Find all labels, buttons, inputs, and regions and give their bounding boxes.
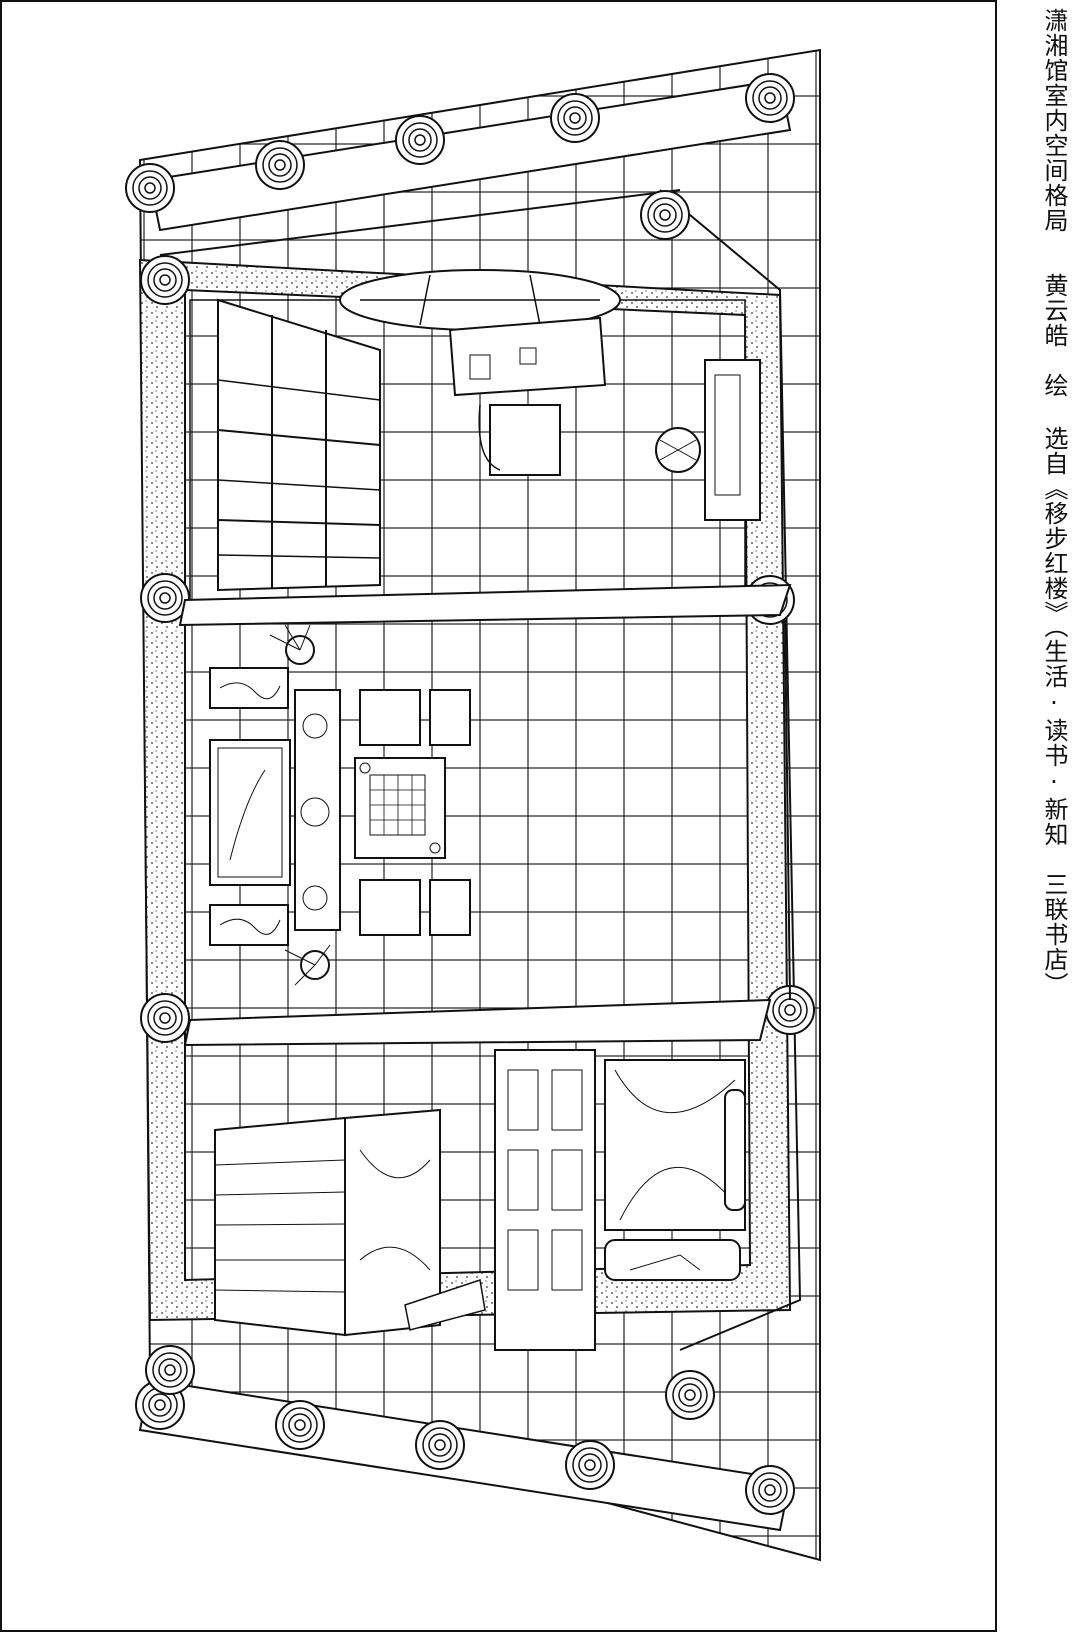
calligraphy-scroll-icon (209, 904, 289, 946)
scroll-knob-icon (145, 1345, 195, 1395)
armchair-icon (359, 879, 471, 936)
caption-column: 潇湘馆室内空间格局 黄云皓 绘 选自《移步红楼》（生活·读书·新知 三联书店） (1032, 8, 1076, 1608)
bottom-scroll-rod (135, 1378, 795, 1532)
caption-source: 选自《移步红楼》（生活·读书·新知 三联书店） (1040, 426, 1068, 997)
canopy-bed-icon (344, 1108, 441, 1337)
daybed-icon (604, 1239, 741, 1281)
scroll-knob-icon (275, 1400, 325, 1450)
caption-title: 潇湘馆室内空间格局 (1040, 8, 1068, 233)
top-scroll-rod (125, 73, 795, 232)
lattice-beam (178, 583, 792, 627)
desk-icon (448, 316, 607, 397)
go-board-table-icon (354, 757, 446, 859)
hall-room (209, 624, 471, 986)
scroll-knob-icon (255, 140, 305, 190)
scroll-knob-icon (140, 255, 190, 305)
qin-table-icon (704, 359, 761, 521)
lattice-beam (183, 998, 772, 1047)
scroll-knob-icon (745, 1465, 795, 1515)
bed-curtain-icon (604, 1059, 746, 1231)
scroll-knob-icon (565, 1440, 615, 1490)
scroll-knob-icon (745, 73, 795, 123)
scroll-knob-icon (550, 93, 600, 143)
rug-icon (404, 1279, 486, 1331)
scroll-knob-icon (395, 115, 445, 165)
scroll-knob-icon (665, 1370, 715, 1420)
caption-artist: 黄云皓 绘 (1040, 273, 1068, 398)
chair-icon (478, 404, 561, 476)
frame-edge (784, 619, 791, 1001)
bedroom (214, 1049, 746, 1351)
scroll-knob-icon (640, 190, 690, 240)
lattice-window-icon (494, 1049, 596, 1351)
study-room (189, 269, 761, 601)
wardrobe-icon (214, 1116, 346, 1337)
page-border (0, 0, 997, 1632)
potted-plant-icon (269, 624, 315, 665)
potted-plant-icon (284, 944, 331, 986)
scroll-knob-icon (125, 163, 175, 213)
lantern-icon (655, 427, 701, 473)
side-table-icon (294, 689, 341, 931)
calligraphy-scroll-icon (209, 667, 289, 709)
round-table-icon (339, 269, 621, 331)
armchair-icon (359, 689, 471, 746)
bookshelf-icon (217, 298, 381, 592)
scroll-knob-icon (415, 1420, 465, 1470)
painting-icon (209, 739, 291, 886)
scroll-knob-icon (140, 993, 190, 1043)
